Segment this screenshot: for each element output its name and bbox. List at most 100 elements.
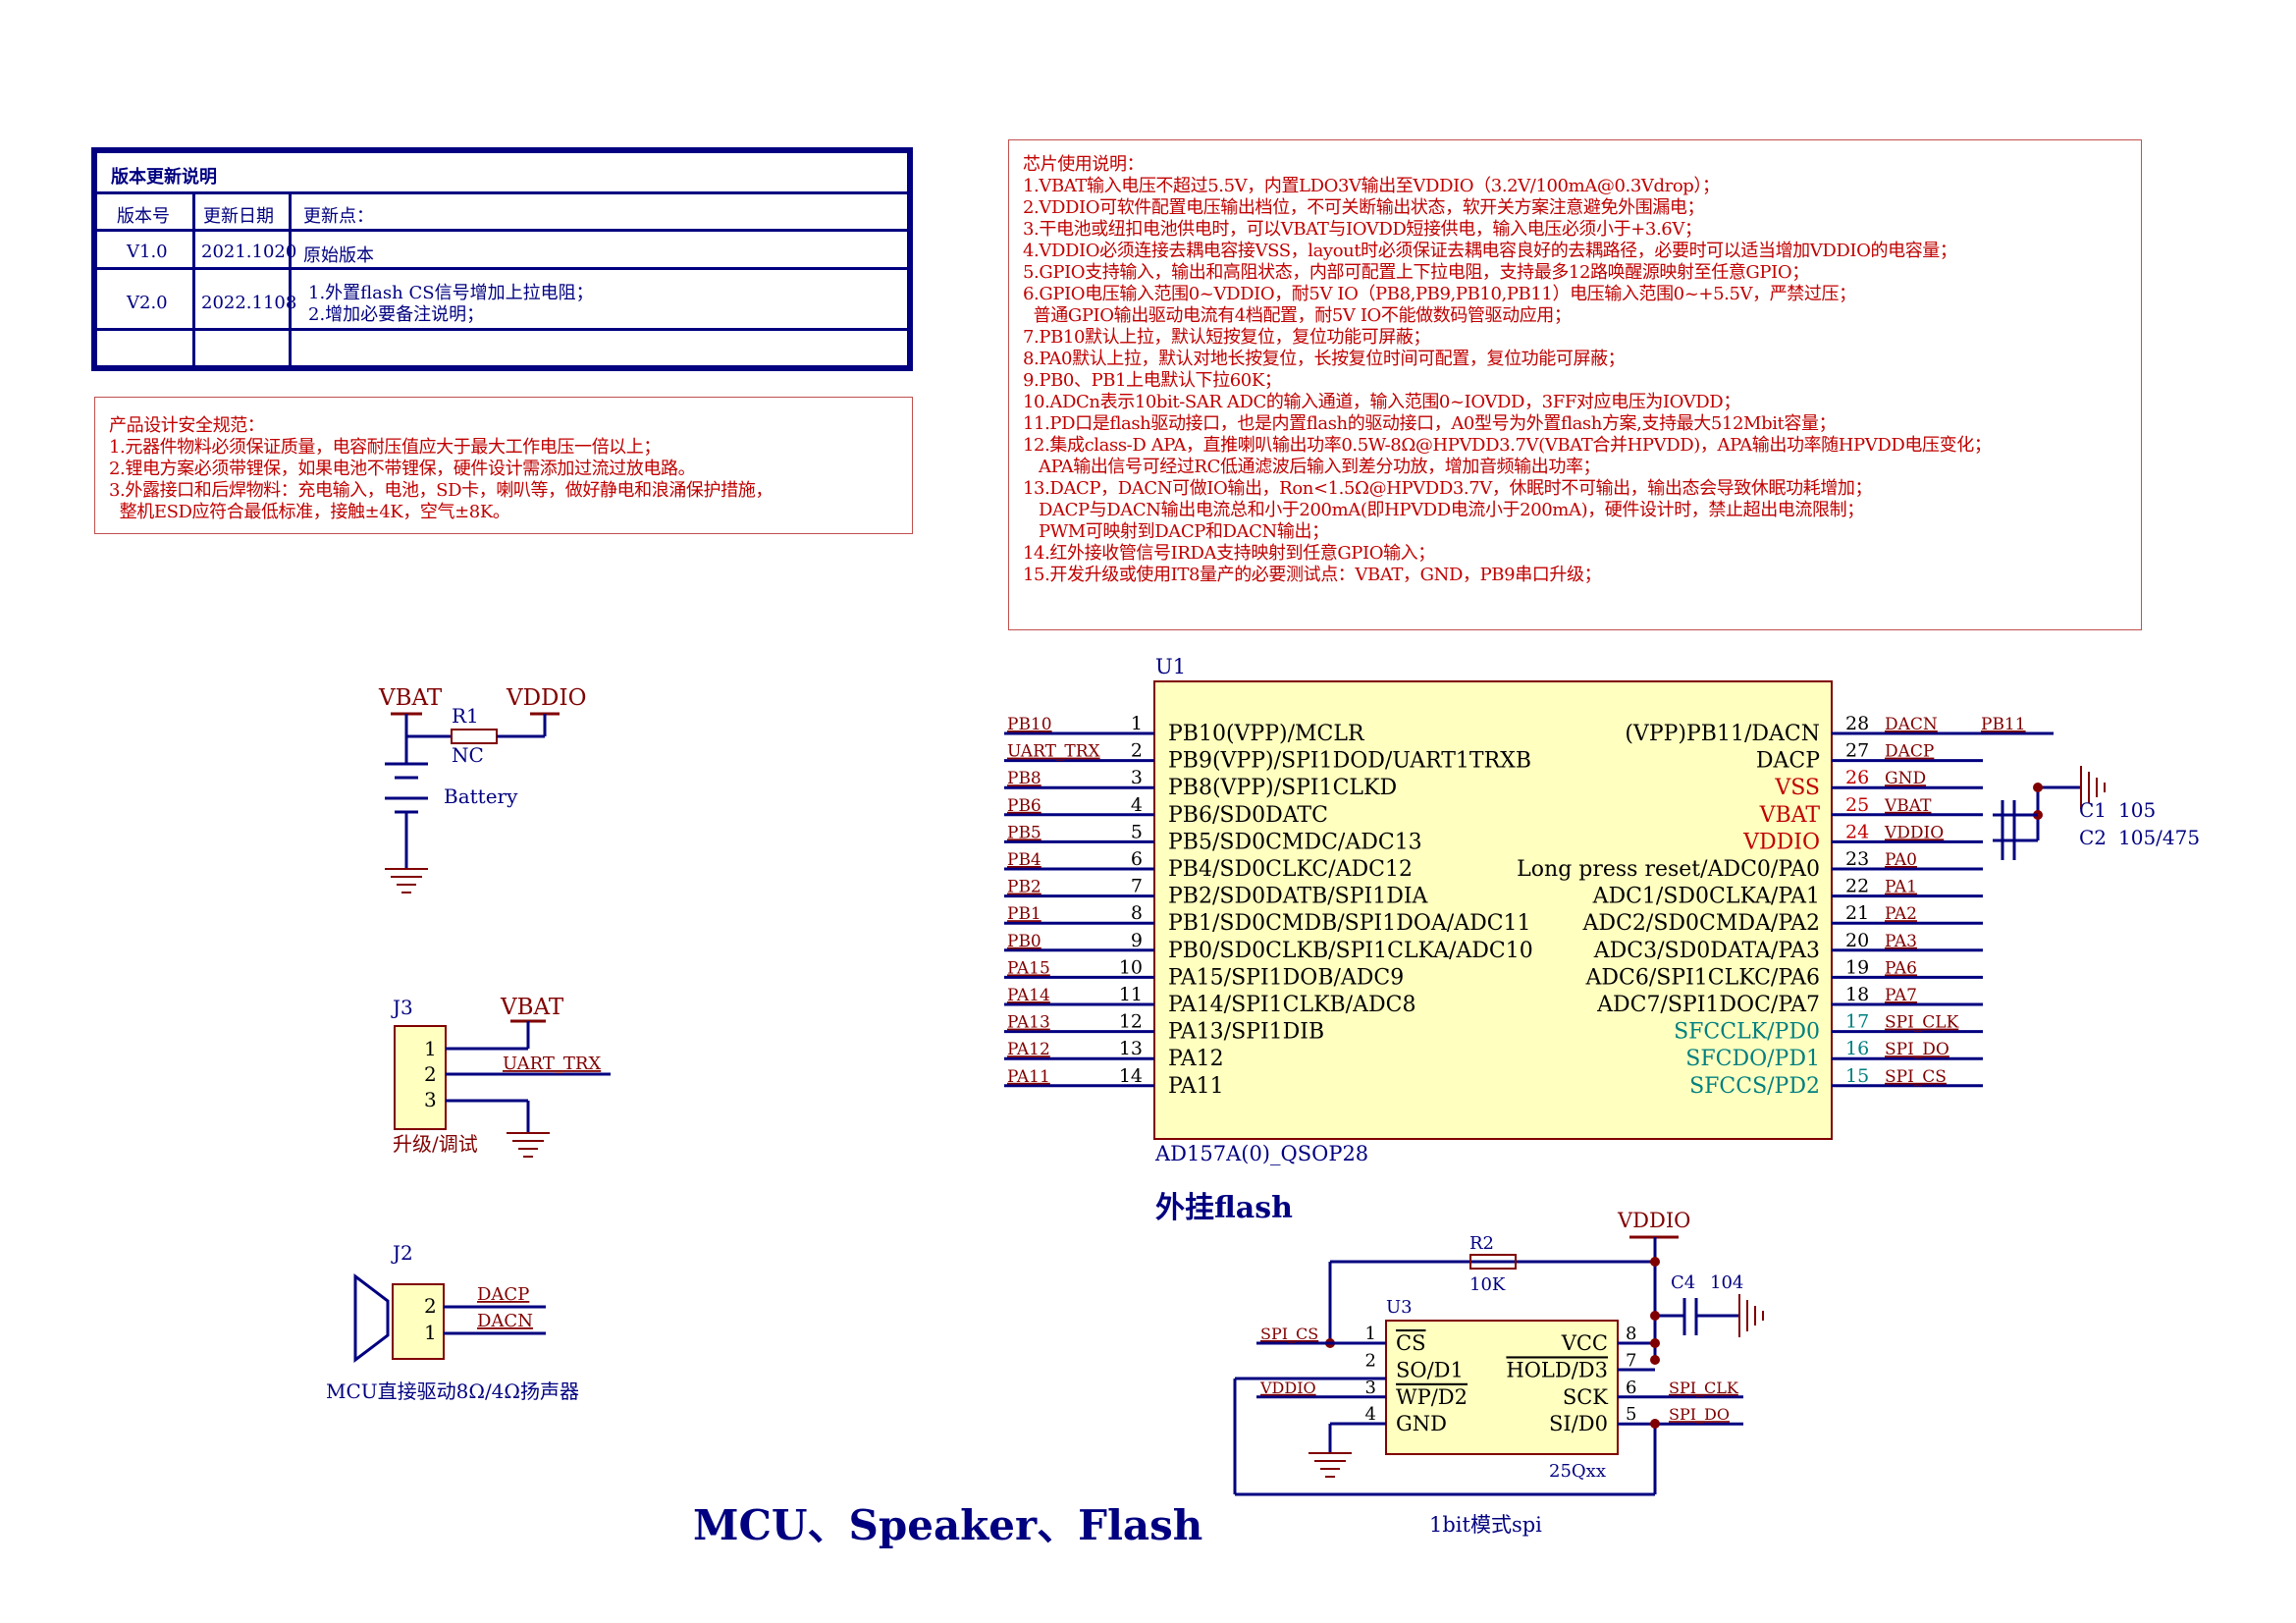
u1-pin-number: 18 bbox=[1845, 984, 1869, 1005]
u1-pin-number: 9 bbox=[1131, 930, 1143, 951]
j2-speaker: J2 2 1 DACP DACN MCU直接驱动8Ω/4Ω扬声器 bbox=[326, 1241, 579, 1403]
ground-icon bbox=[507, 1132, 550, 1158]
battery-circuit: VBAT VDDIO R1 NC Battery bbox=[378, 685, 586, 893]
u1-pin-name: PA15/SPI1DOB/ADC9 bbox=[1168, 965, 1404, 990]
u3-pin-name: SO/D1 bbox=[1396, 1358, 1464, 1381]
net-label: SPI_CLK bbox=[1669, 1379, 1739, 1397]
u3-pin-name: VCC bbox=[1561, 1331, 1608, 1355]
net-label: SPI_CLK bbox=[1885, 1013, 1959, 1033]
page-title: MCU、Speaker、Flash bbox=[693, 1501, 1202, 1549]
net-label: PB8 bbox=[1007, 769, 1041, 788]
u1-pin-name: VSS bbox=[1774, 776, 1820, 800]
u1-pin-number: 22 bbox=[1845, 876, 1869, 897]
net-label: PB4 bbox=[1007, 850, 1041, 870]
u3-pin-name: HOLD/D3 bbox=[1506, 1358, 1608, 1381]
header-date: 更新日期 bbox=[203, 206, 274, 227]
table-row-version: V2.0 bbox=[127, 293, 168, 313]
u1-pin-name: PB2/SD0DATB/SPI1DIA bbox=[1168, 885, 1429, 909]
dacp-net-label: DACP bbox=[477, 1284, 529, 1305]
net-label: PB5 bbox=[1007, 823, 1041, 842]
safety-note-line: 1.元器件物料必须保证质量，电容耐压值应大于最大工作电压一倍以上； bbox=[109, 437, 661, 458]
net-label: UART_TRX bbox=[1007, 742, 1101, 762]
c1-ref: C1 bbox=[2079, 798, 2107, 822]
u1-pin-number: 13 bbox=[1119, 1038, 1143, 1059]
u1-part-number: AD157A(0)_QSOP28 bbox=[1154, 1142, 1368, 1165]
u1-pin-name: PB4/SD0CLKC/ADC12 bbox=[1168, 857, 1413, 882]
u1-pin-name: Long press reset/ADC0/PA0 bbox=[1517, 857, 1820, 882]
net-label: PB10 bbox=[1007, 715, 1052, 734]
net-label: PB0 bbox=[1007, 932, 1041, 951]
j3-pin-number: 3 bbox=[424, 1088, 437, 1111]
u1-pin-number: 6 bbox=[1131, 848, 1143, 870]
u1-pin-name: PA11 bbox=[1168, 1074, 1224, 1099]
chip-note-line: 5.GPIO支持输入，输出和高阻状态，内部可配置上下拉电阻，支持最多12路唤醒源… bbox=[1023, 262, 1809, 283]
u1-pin-name: PB0/SD0CLKB/SPI1CLKA/ADC10 bbox=[1168, 939, 1533, 963]
u3-pin-name: SI/D0 bbox=[1549, 1412, 1608, 1435]
safety-note-line: 产品设计安全规范： bbox=[109, 415, 265, 436]
u1-pin-name: PB1/SD0CMDB/SPI1DOA/ADC11 bbox=[1168, 911, 1531, 936]
flash-caption: 1bit模式spi bbox=[1429, 1513, 1542, 1537]
chip-note-line: 8.PA0默认上拉，默认对地长按复位，长按复位时间可配置，复位功能可屏蔽； bbox=[1023, 349, 1626, 369]
net-label: PA15 bbox=[1007, 958, 1050, 978]
u1-pin-name: PB6/SD0DATC bbox=[1168, 803, 1328, 828]
u1-pin-name: PB8(VPP)/SPI1CLKD bbox=[1168, 776, 1397, 800]
u1-pin-name: PB10(VPP)/MCLR bbox=[1168, 722, 1365, 746]
u1-pin-number: 4 bbox=[1131, 794, 1143, 816]
u3-part-number: 25Qxx bbox=[1549, 1461, 1606, 1482]
u3-pin-name: SCK bbox=[1563, 1385, 1608, 1409]
net-label: PA14 bbox=[1007, 986, 1050, 1005]
u1-pin-number: 11 bbox=[1119, 984, 1143, 1005]
u1-pin-name: ADC7/SPI1DOC/PA7 bbox=[1596, 993, 1820, 1017]
chip-note-line: 11.PD口是flash驱动接口，也是内置flash的驱动接口，A0型号为外置f… bbox=[1023, 413, 1837, 434]
u1-pin-name: VBAT bbox=[1759, 803, 1821, 828]
u3-pin-number: 6 bbox=[1626, 1378, 1636, 1398]
net-label: SPI_DO bbox=[1885, 1040, 1949, 1059]
net-label: DACP bbox=[1885, 742, 1934, 762]
net-label: DACN bbox=[1885, 715, 1938, 734]
u1-pin-number: 16 bbox=[1845, 1038, 1869, 1059]
u1-body bbox=[1153, 680, 1833, 1140]
flash-vddio-label: VDDIO bbox=[1617, 1209, 1690, 1232]
u3-pin-number: 5 bbox=[1626, 1404, 1636, 1425]
r1-value: NC bbox=[452, 743, 484, 767]
u1-pin-number: 20 bbox=[1845, 930, 1869, 951]
j2-pin-number: 1 bbox=[424, 1321, 437, 1344]
c4-ref: C4 bbox=[1671, 1272, 1695, 1293]
net-label: SPI_CS bbox=[1260, 1325, 1318, 1343]
divider bbox=[192, 191, 195, 371]
u3-body bbox=[1385, 1320, 1619, 1455]
junction-dot bbox=[1650, 1419, 1660, 1429]
chip-note-line: 1.VBAT输入电压不超过5.5V，内置LDO3V输出至VDDIO（3.2V/1… bbox=[1023, 176, 1720, 196]
safety-note-line: 3.外露接口和后焊物料：充电输入，电池，SD卡，喇叭等，做好静电和浪涌保护措施， bbox=[109, 480, 773, 501]
safety-note-line: 2.锂电方案必须带锂保，如果电池不带锂保，硬件设计需添加过流过放电路。 bbox=[109, 459, 696, 479]
r2-value: 10K bbox=[1469, 1274, 1506, 1295]
vbat-label: VBAT bbox=[378, 685, 443, 711]
chip-note-line: 芯片使用说明： bbox=[1023, 154, 1145, 175]
u1-ref: U1 bbox=[1155, 655, 1186, 678]
u1-pin-number: 5 bbox=[1131, 821, 1143, 842]
c2-ref: C2 bbox=[2079, 826, 2107, 849]
table-row-date: 2021.1020 bbox=[201, 242, 297, 262]
chip-note-line: 9.PB0、PB1上电默认下拉60K； bbox=[1023, 370, 1282, 391]
net-label: PB2 bbox=[1007, 878, 1041, 897]
divider bbox=[97, 191, 913, 194]
r2-ref: R2 bbox=[1469, 1233, 1494, 1254]
speaker-icon bbox=[353, 1272, 390, 1364]
u1-pin-number: 1 bbox=[1131, 713, 1143, 734]
battery-label: Battery bbox=[444, 784, 518, 808]
u1-pin-number: 3 bbox=[1131, 767, 1143, 788]
u1-pin-number: 21 bbox=[1845, 902, 1869, 924]
table-row-date: 2022.1108 bbox=[201, 293, 297, 313]
junction-dot bbox=[2033, 783, 2043, 792]
net-label: PA2 bbox=[1885, 904, 1917, 924]
table-row-version: V1.0 bbox=[127, 242, 168, 262]
u1-pin-number: 15 bbox=[1845, 1065, 1869, 1087]
chip-note-line: 4.VDDIO必须连接去耦电容接VSS，layout时必须保证去耦电容良好的去耦… bbox=[1023, 241, 1957, 261]
u1-pin-name: VDDIO bbox=[1742, 830, 1820, 854]
j3-pin-number: 2 bbox=[424, 1062, 437, 1086]
net-label: PA13 bbox=[1007, 1013, 1050, 1033]
